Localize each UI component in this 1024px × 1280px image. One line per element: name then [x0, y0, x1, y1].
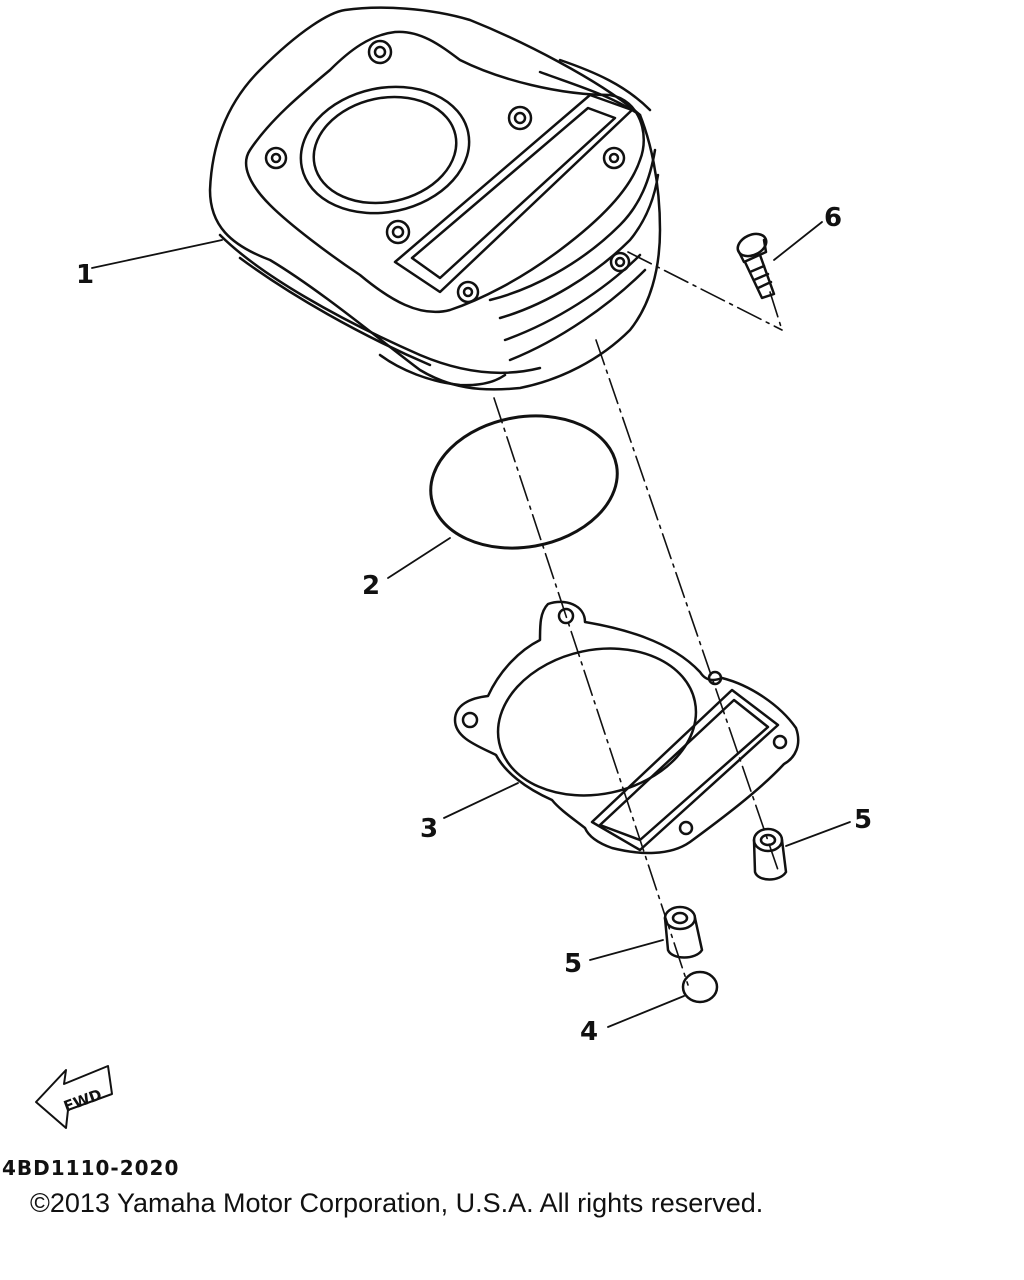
gasket-part [453, 600, 800, 855]
callout-5-left: 5 [564, 949, 582, 979]
dowel-pin-right-part [752, 827, 788, 881]
plug-part [681, 970, 719, 1004]
callout-4: 4 [580, 1017, 598, 1047]
o-ring-part [429, 414, 619, 550]
bolt-part [736, 232, 776, 300]
callout-2: 2 [362, 571, 380, 601]
callout-5-right: 5 [854, 805, 872, 835]
copyright-notice: ©2013 Yamaha Motor Corporation, U.S.A. A… [30, 1188, 764, 1218]
leader-lines [91, 221, 851, 1028]
fwd-arrow-icon [35, 1065, 113, 1129]
alignment-lines [493, 251, 783, 986]
callout-3: 3 [420, 814, 438, 844]
cylinder-part [208, 6, 662, 391]
callout-1: 1 [76, 260, 94, 290]
dowel-pin-left-part [663, 905, 704, 959]
part-code: 4BD1110-2020 [2, 1156, 180, 1180]
callout-6: 6 [824, 203, 842, 233]
fwd-label: FWD [61, 1085, 104, 1115]
